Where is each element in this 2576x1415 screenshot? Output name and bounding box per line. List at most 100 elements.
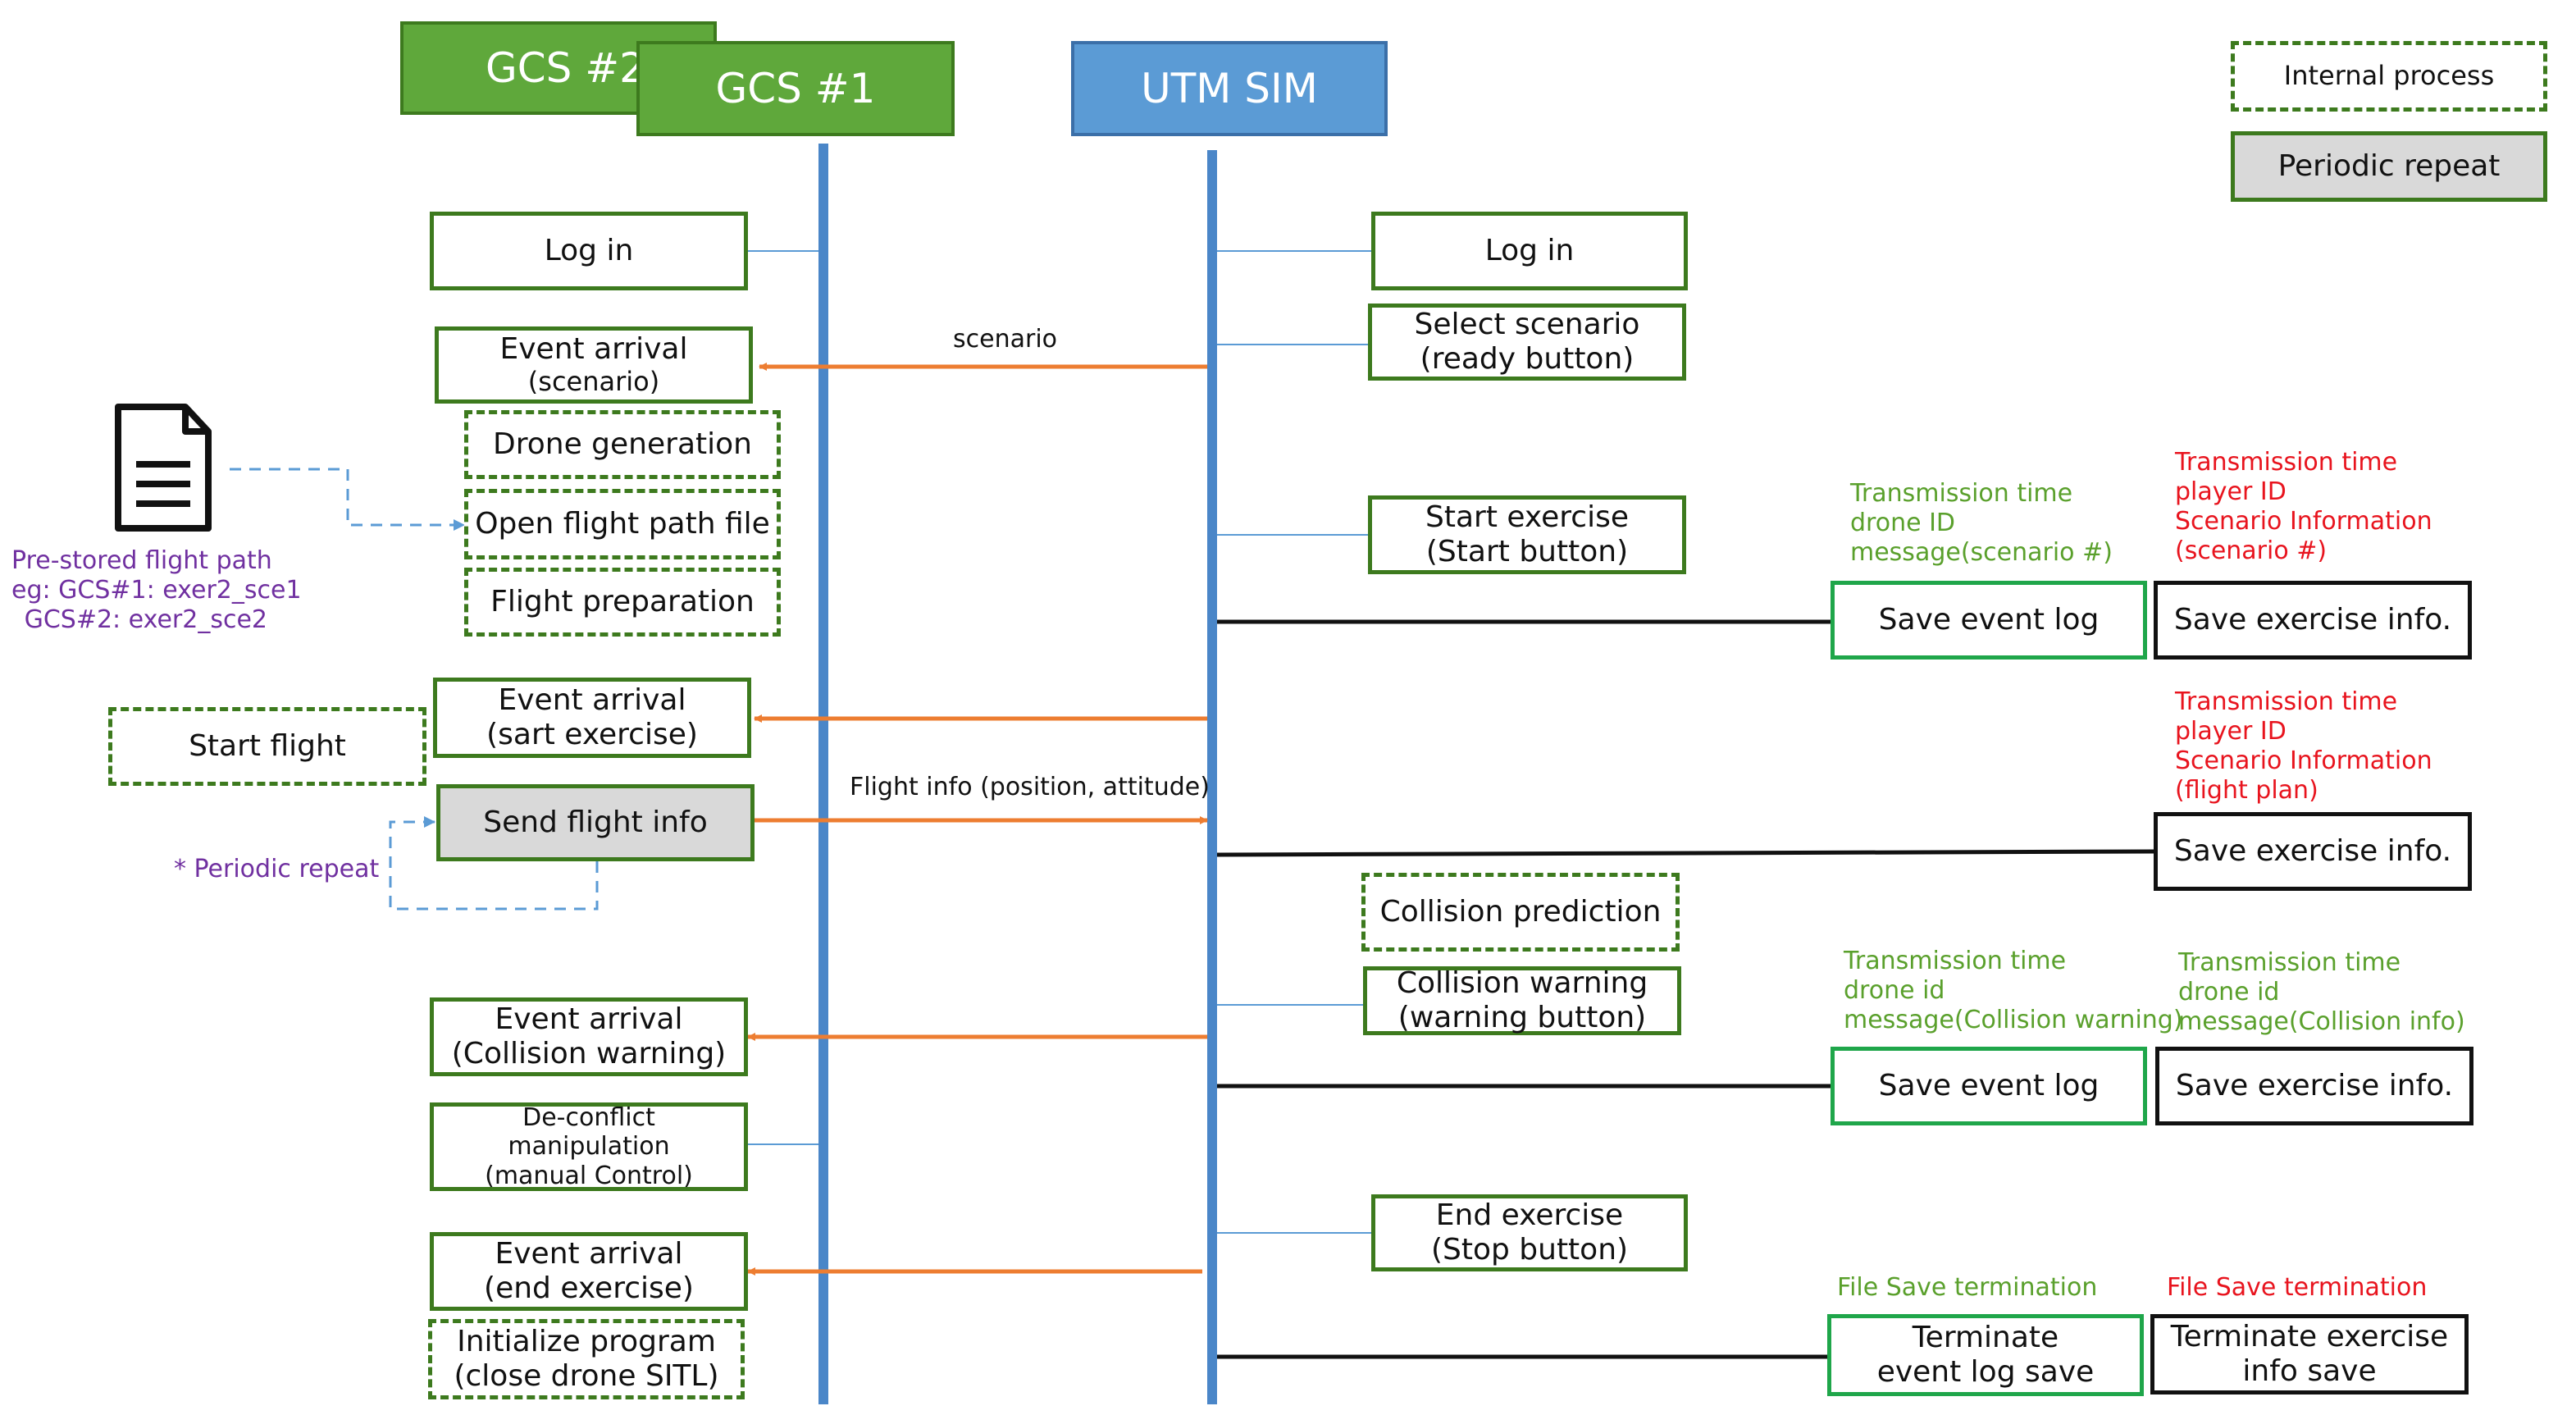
event-start-line2: (sart exercise) [486, 718, 698, 751]
annotation-green-3: Transmission time drone id message(Colli… [2178, 948, 2465, 1037]
annotation-green-3-line2: drone id [2178, 978, 2280, 1006]
event-end-line2: (end exercise) [484, 1271, 694, 1305]
scenario-message-label: scenario [953, 325, 1057, 354]
annotation-red-1-line4: (scenario #) [2175, 536, 2328, 565]
box-connectors [748, 250, 1371, 1234]
annotation-green-2: Transmission time drone id message(Colli… [1844, 947, 2183, 1035]
start-exercise-box: Start exercise (Start button) [1368, 495, 1686, 574]
start-exercise-line2: (Start button) [1425, 535, 1629, 568]
annotation-red-2: Transmission time player ID Scenario Inf… [2175, 687, 2432, 806]
legend-periodic-label: Periodic repeat [2277, 148, 2501, 183]
terminate-event-line2: event log save [1876, 1355, 2095, 1389]
utm-login-label: Log in [1484, 233, 1575, 267]
save-exercise-info-box-1: Save exercise info. [2154, 581, 2472, 660]
deconflict-line2: manipulation [508, 1132, 670, 1162]
drone-generation-label: Drone generation [493, 427, 752, 461]
select-scenario-box: Select scenario (ready button) [1368, 304, 1686, 381]
annotation-red-1-line1: Transmission time [2175, 448, 2398, 477]
event-scenario-line1: Event arrival [499, 331, 688, 366]
legend-internal-label: Internal process [2283, 60, 2495, 92]
collision-warning-line2: (warning button) [1397, 1001, 1647, 1034]
save-exercise-info-label-3: Save exercise info. [2175, 1068, 2454, 1102]
gcs2-header-label: GCS #2 [486, 44, 645, 92]
gcs1-header-label: GCS #1 [715, 65, 876, 112]
flight-info-message-text: Flight info (position, attitude) [850, 773, 1210, 801]
save-exercise-info-label-1: Save exercise info. [2173, 602, 2452, 637]
event-scenario-line2: (scenario) [527, 366, 660, 398]
collision-warning-box: Collision warning (warning button) [1363, 966, 1681, 1035]
utm-header-label: UTM SIM [1141, 65, 1318, 112]
log-lines [1216, 619, 2154, 1359]
open-flight-path-box: Open flight path file [464, 489, 781, 559]
gcs-event-scenario-box: Event arrival (scenario) [435, 326, 753, 404]
event-collision-line1: Event arrival [495, 1002, 683, 1036]
annotation-red-2-line3: Scenario Information [2175, 746, 2432, 775]
file-to-path-connector [230, 468, 465, 531]
document-icon [115, 404, 212, 532]
send-flight-info-box: Send flight info [436, 784, 755, 861]
utm-header: UTM SIM [1071, 41, 1388, 136]
save-event-log-label-1: Save event log [1878, 602, 2100, 637]
select-scenario-line1: Select scenario [1414, 307, 1640, 341]
save-exercise-info-box-3: Save exercise info. [2155, 1047, 2473, 1125]
save-exercise-info-box-2: Save exercise info. [2154, 812, 2472, 891]
annotation-red-2-line1: Transmission time [2175, 687, 2398, 716]
annotation-red-1-line3: Scenario Information [2175, 507, 2432, 536]
end-exercise-line2: (Stop button) [1430, 1233, 1629, 1267]
save-exercise-info-label-2: Save exercise info. [2173, 833, 2452, 868]
annotation-green-3-line3: message(Collision info) [2178, 1007, 2465, 1036]
open-flight-path-label: Open flight path file [475, 506, 770, 541]
gcs1-header: GCS #1 [636, 41, 955, 136]
start-exercise-line1: Start exercise [1425, 500, 1629, 534]
annotation-green-2-line3: message(Collision warning) [1844, 1006, 2183, 1034]
deconflict-line1: De-conflict [522, 1102, 655, 1132]
collision-prediction-box: Collision prediction [1361, 873, 1680, 952]
utm-login-box: Log in [1371, 212, 1688, 290]
select-scenario-line2: (ready button) [1420, 342, 1635, 376]
terminate-exercise-info-box: Terminate exercise info save [2150, 1314, 2469, 1394]
annotation-green-2-line2: drone id [1844, 976, 1945, 1005]
init-program-line2: (close drone SITL) [454, 1359, 719, 1393]
event-end-line1: Event arrival [495, 1236, 683, 1271]
save-event-log-label-2: Save event log [1878, 1068, 2100, 1102]
annotation-green-1-line2: drone ID [1850, 509, 1956, 537]
send-flight-info-label: Send flight info [483, 805, 708, 839]
start-flight-box: Start flight [108, 707, 426, 786]
initialize-program-box: Initialize program (close drone SITL) [428, 1319, 745, 1399]
collision-prediction-label: Collision prediction [1379, 894, 1662, 929]
end-exercise-box: End exercise (Stop button) [1371, 1194, 1688, 1271]
annotation-red-3-label: File Save termination [2167, 1273, 2428, 1302]
file-note-line1: Pre-stored flight path [11, 546, 272, 575]
flight-preparation-label: Flight preparation [490, 584, 755, 618]
annotation-green-1: Transmission time drone ID message(scena… [1850, 479, 2113, 568]
annotation-green-2-line1: Transmission time [1844, 947, 2067, 975]
legend-periodic-repeat: Periodic repeat [2231, 131, 2547, 202]
annotation-green-4-label: File Save termination [1837, 1273, 2098, 1302]
dashed-connectors [230, 468, 599, 911]
annotation-green-1-line1: Transmission time [1850, 479, 2073, 508]
message-arrows [747, 363, 1208, 1276]
terminate-exercise-line1: Terminate exercise [2170, 1319, 2449, 1353]
annotation-green-3-line1: Transmission time [2178, 948, 2401, 977]
deconflict-line3: (manual Control) [485, 1161, 693, 1190]
file-note-line2: eg: GCS#1: exer2_sce1 [11, 576, 302, 605]
annotation-red-3: File Save termination [2167, 1273, 2427, 1303]
file-note-line3: GCS#2: exer2_sce2 [24, 605, 267, 634]
gcs-lifeline [818, 144, 828, 1404]
periodic-loop-connector [389, 816, 599, 911]
end-exercise-line1: End exercise [1435, 1198, 1624, 1232]
init-program-line1: Initialize program [457, 1324, 716, 1358]
gcs-event-collision-box: Event arrival (Collision warning) [430, 997, 748, 1076]
collision-warning-line1: Collision warning [1396, 965, 1648, 1000]
periodic-note-label: * Periodic repeat [174, 855, 379, 884]
annotation-green-1-line3: message(scenario #) [1850, 538, 2113, 567]
file-note: Pre-stored flight path eg: GCS#1: exer2_… [11, 546, 302, 635]
deconflict-box: De-conflict manipulation (manual Control… [430, 1102, 748, 1191]
gcs-event-start-box: Event arrival (sart exercise) [433, 678, 751, 758]
annotation-red-1: Transmission time player ID Scenario Inf… [2175, 448, 2432, 566]
gcs-login-box: Log in [430, 212, 748, 290]
annotation-red-2-line2: player ID [2175, 717, 2286, 746]
scenario-message-text: scenario [953, 325, 1058, 354]
annotation-red-2-line4: (flight plan) [2175, 776, 2318, 805]
